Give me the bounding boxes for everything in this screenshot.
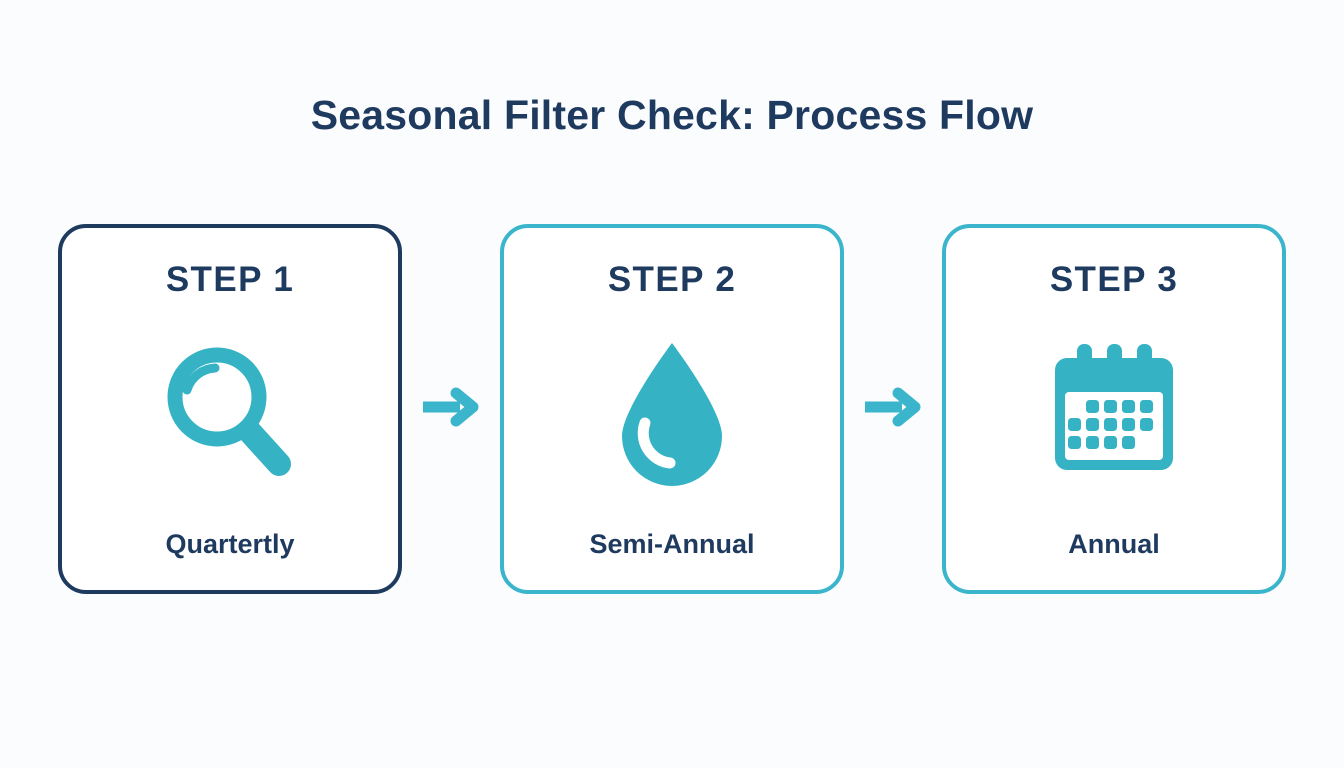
- step-label-3: Annual: [1068, 529, 1160, 559]
- step-heading-3: STEP 3: [1049, 260, 1179, 299]
- step-card-1[interactable]: STEP 1 Quartertly: [58, 224, 402, 594]
- flow-arrow-2: [844, 386, 942, 432]
- step-heading-1: STEP 1: [165, 260, 295, 299]
- magnifier-icon: [158, 340, 303, 490]
- flow-arrow-1: [402, 386, 500, 432]
- step-label-1: Quartertly: [165, 529, 295, 559]
- step-card-3[interactable]: STEP 3: [942, 224, 1286, 594]
- step-icon-wrap-1: [62, 300, 398, 529]
- calendar-icon: [1039, 342, 1189, 487]
- step-icon-wrap-2: [504, 300, 840, 529]
- page-title: Seasonal Filter Check: Process Flow: [310, 92, 1034, 138]
- process-flow-row: STEP 1 Quartertly STEP: [58, 224, 1286, 594]
- water-droplet-icon: [614, 337, 730, 492]
- arrow-right-icon: [420, 387, 482, 432]
- step-icon-wrap-3: [946, 300, 1282, 529]
- step-label-2: Semi-Annual: [589, 529, 755, 559]
- arrow-right-icon: [862, 387, 924, 432]
- step-heading-2: STEP 2: [607, 260, 737, 299]
- step-card-2[interactable]: STEP 2 Semi-Annual: [500, 224, 844, 594]
